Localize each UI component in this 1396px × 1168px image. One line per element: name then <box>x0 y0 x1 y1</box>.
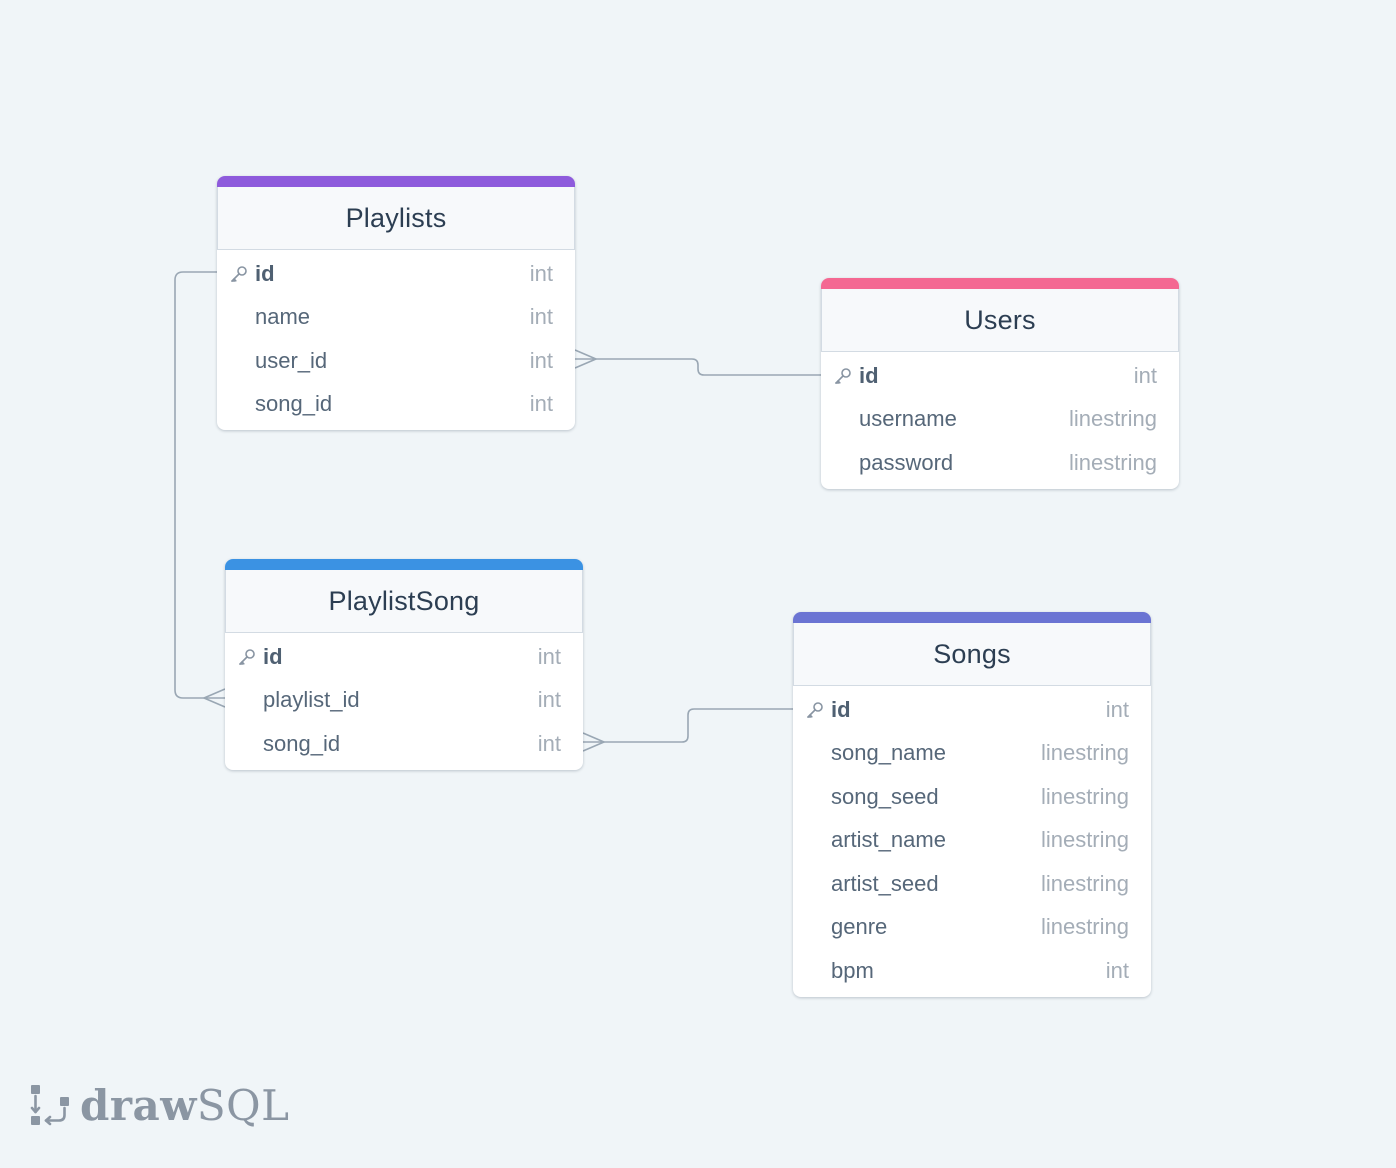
primary-key-icon <box>229 264 249 284</box>
column-type: linestring <box>1040 827 1129 853</box>
column-row-id[interactable]: id int <box>225 635 583 679</box>
column-name: song_seed <box>831 783 939 809</box>
column-name: bpm <box>831 957 874 983</box>
column-name: genre <box>831 914 888 940</box>
table-title[interactable]: Users <box>821 289 1179 352</box>
column-name: artist_name <box>831 827 946 853</box>
primary-key-icon <box>237 647 257 667</box>
column-row-genre[interactable]: genre linestring <box>793 906 1151 950</box>
column-row-id[interactable]: id int <box>821 354 1179 398</box>
column-row-user-id[interactable]: user_id int <box>217 339 575 383</box>
column-type: int <box>1105 957 1129 983</box>
column-name: id <box>831 696 851 722</box>
table-title[interactable]: PlaylistSong <box>225 570 583 633</box>
column-type: linestring <box>1040 870 1129 896</box>
column-row-name[interactable]: name int <box>217 296 575 340</box>
column-name: artist_seed <box>831 870 939 896</box>
primary-key-icon <box>833 366 853 386</box>
logo-text-draw: draw <box>80 1080 197 1130</box>
column-row-id[interactable]: id int <box>217 252 575 296</box>
column-row-song-name[interactable]: song_name linestring <box>793 732 1151 776</box>
column-name: username <box>859 406 957 432</box>
crowfoot-playlists-user-id <box>574 349 597 369</box>
column-name: song_id <box>263 730 341 756</box>
table-accent-bar <box>225 559 583 570</box>
column-name: id <box>859 362 879 388</box>
column-list: id int username linestring password linestrin… <box>821 352 1179 489</box>
column-type: linestring <box>1040 783 1129 809</box>
column-row-song-seed[interactable]: song_seed linestring <box>793 775 1151 819</box>
column-type: int <box>529 260 553 286</box>
column-row-username[interactable]: username linestring <box>821 398 1179 442</box>
table-accent-bar <box>793 612 1151 623</box>
table-title[interactable]: Playlists <box>217 187 575 250</box>
column-type: int <box>537 687 561 713</box>
column-name: id <box>263 643 283 669</box>
drawsql-logo-icon <box>30 1085 69 1126</box>
table-accent-bar <box>821 278 1179 289</box>
column-row-playlist-id[interactable]: playlist_id int <box>225 679 583 723</box>
column-row-id[interactable]: id int <box>793 688 1151 732</box>
column-type: linestring <box>1040 914 1129 940</box>
table-users[interactable]: Users id int username linestring password lin… <box>821 278 1179 489</box>
column-type: int <box>529 347 553 373</box>
column-row-artist-name[interactable]: artist_name linestring <box>793 819 1151 863</box>
drawsql-logo: draw SQL <box>30 1080 289 1130</box>
crowfoot-playlistsong-song-id <box>582 732 605 752</box>
column-type: int <box>537 643 561 669</box>
column-row-song-id[interactable]: song_id int <box>217 383 575 427</box>
column-name: name <box>255 304 311 330</box>
table-accent-bar <box>217 176 575 187</box>
logo-text-sql: SQL <box>196 1080 290 1130</box>
column-name: song_id <box>255 391 333 417</box>
column-type: int <box>1133 362 1157 388</box>
column-name: password <box>859 449 954 475</box>
table-title[interactable]: Songs <box>793 623 1151 686</box>
column-type: linestring <box>1040 740 1129 766</box>
column-type: int <box>1105 696 1129 722</box>
column-type: linestring <box>1068 406 1157 432</box>
column-type: linestring <box>1068 449 1157 475</box>
column-row-bpm[interactable]: bpm int <box>793 949 1151 993</box>
column-type: int <box>529 391 553 417</box>
relation-line-playlists-users <box>575 358 821 376</box>
column-name: playlist_id <box>263 687 360 713</box>
column-type: int <box>529 304 553 330</box>
column-name: id <box>255 260 275 286</box>
relation-line-playlistsong-songs <box>583 708 793 743</box>
column-row-song-id[interactable]: song_id int <box>225 722 583 766</box>
crowfoot-playlistsong-playlist-id <box>203 688 226 708</box>
column-type: int <box>537 730 561 756</box>
column-row-artist-seed[interactable]: artist_seed linestring <box>793 862 1151 906</box>
primary-key-icon <box>805 700 825 720</box>
column-name: song_name <box>831 740 946 766</box>
column-row-password[interactable]: password linestring <box>821 441 1179 485</box>
column-name: user_id <box>255 347 328 373</box>
